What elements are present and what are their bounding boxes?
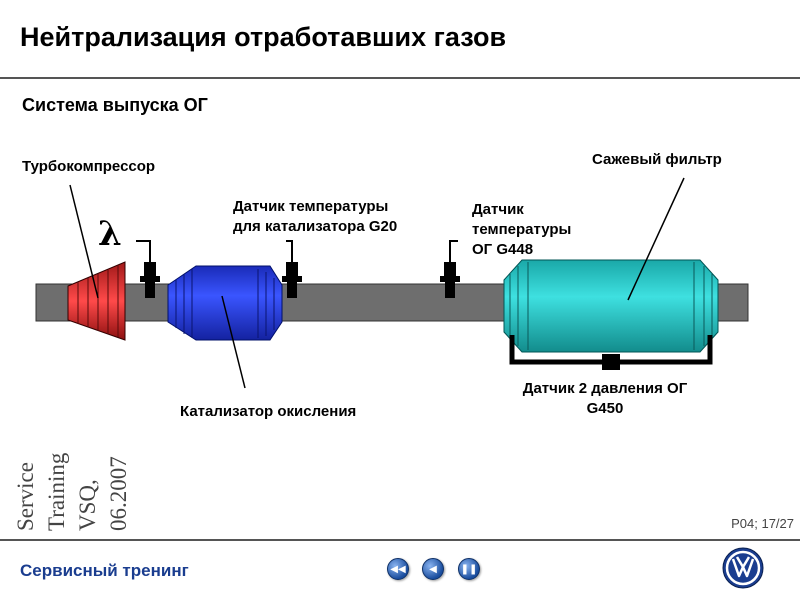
label-pressure-sensor-g450: Датчик 2 давления ОГ G450 (505, 379, 705, 419)
temperature-sensor-g448 (440, 240, 460, 298)
label-line: температуры (472, 221, 572, 238)
label-soot-filter: Сажевый фильтр (592, 151, 722, 168)
section-subtitle: Система выпуска ОГ (22, 95, 208, 115)
footer-title: Сервисный тренинг (20, 561, 189, 580)
watermark-line: 06.2007 (106, 456, 131, 531)
footer-divider (0, 539, 800, 541)
label-turbocharger: Турбокомпрессор (22, 158, 156, 175)
rewind-button[interactable]: ◀◀ (387, 558, 409, 580)
pause-icon: ❚❚ (460, 563, 478, 575)
pause-button[interactable]: ❚❚ (458, 558, 480, 580)
soot-filter (503, 259, 719, 353)
label-line: для катализатора G20 (233, 218, 398, 235)
leader-lines (69, 177, 685, 389)
label-line: Датчик температуры (233, 198, 389, 215)
back-icon: ◀ (429, 563, 437, 575)
label-temp-sensor-g448: Датчик температуры ОГ G448 (472, 200, 571, 260)
lambda-probe (136, 240, 160, 298)
lambda-symbol: λ (98, 214, 122, 254)
vw-logo-icon (722, 547, 764, 589)
label-oxidation-catalyst: Катализатор окисления (180, 403, 357, 420)
label-line: Датчик 2 давления ОГ (522, 380, 688, 397)
oxidation-catalyst (167, 265, 283, 341)
back-button[interactable]: ◀ (422, 558, 444, 580)
label-line: ОГ G448 (472, 241, 534, 258)
rewind-icon: ◀◀ (390, 563, 406, 575)
label-line: G450 (586, 400, 624, 417)
watermark-line: Training (44, 452, 69, 531)
watermark-line: VSQ, (75, 479, 100, 531)
pressure-sensor-g450 (509, 335, 713, 370)
service-training-watermark: Service Training VSQ, 06.2007 (0, 438, 150, 533)
page-number: P04; 17/27 (731, 516, 794, 531)
label-temp-sensor-g20: Датчик температуры для катализатора G20 (233, 197, 397, 237)
label-line: Датчик (472, 201, 524, 218)
page-title: Нейтрализация отработавших газов (20, 22, 507, 52)
exhaust-system-diagram (35, 177, 749, 389)
watermark-line: Service (13, 462, 38, 531)
header-divider (0, 77, 800, 79)
turbocharger (67, 261, 126, 341)
temperature-sensor-g20 (282, 240, 302, 298)
